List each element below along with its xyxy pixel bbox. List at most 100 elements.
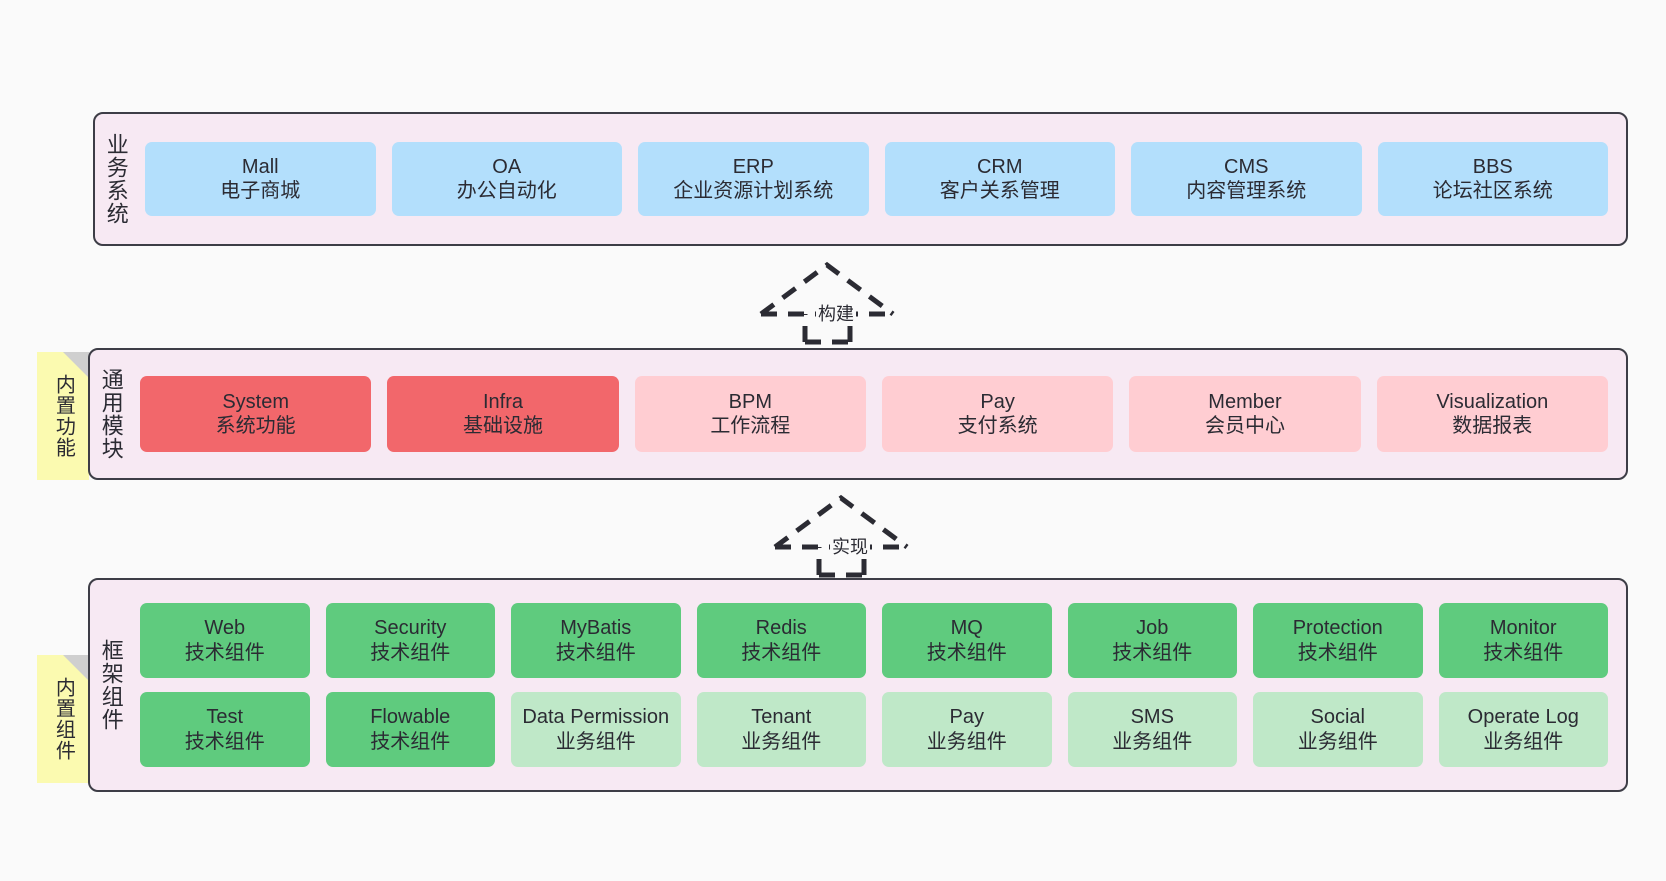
connector-build-label: 构建 <box>816 300 856 326</box>
card-title: Protection <box>1292 617 1383 640</box>
card-subtitle: 业务组件 <box>1112 730 1193 753</box>
card-title: Job <box>1136 617 1169 640</box>
card-title: MQ <box>950 617 983 640</box>
card-subtitle: 技术组件 <box>926 641 1007 664</box>
card-redis[interactable]: Redis 技术组件 <box>696 603 866 678</box>
card-protection[interactable]: Protection 技术组件 <box>1253 603 1423 678</box>
card-title: Tenant <box>751 706 812 729</box>
card-operate-log[interactable]: Operate Log 业务组件 <box>1438 692 1608 767</box>
card-subtitle: 会员中心 <box>1204 415 1285 437</box>
layer-business-systems: 业务系统 Mall 电子商城 OA 办公自动化 ERP 企业资源计划系统 CRM… <box>93 112 1628 246</box>
card-mall[interactable]: Mall 电子商城 <box>145 142 376 216</box>
note-builtin-component: 内置组件 <box>37 655 89 783</box>
card-title: Data Permission <box>522 706 670 729</box>
card-subtitle: 技术组件 <box>1112 641 1193 664</box>
card-subtitle: 基础设施 <box>462 415 543 437</box>
layer-body-business-systems: Mall 电子商城 OA 办公自动化 ERP 企业资源计划系统 CRM 客户关系… <box>137 114 1626 244</box>
card-bpm[interactable]: BPM 工作流程 <box>634 376 866 452</box>
card-title: Web <box>204 617 246 640</box>
card-subtitle: 业务组件 <box>555 730 636 753</box>
card-row: Mall 电子商城 OA 办公自动化 ERP 企业资源计划系统 CRM 客户关系… <box>145 142 1608 216</box>
card-erp[interactable]: ERP 企业资源计划系统 <box>638 142 869 216</box>
layer-body-common-modules: System 系统功能 Infra 基础设施 BPM 工作流程 Pay 支付系统… <box>132 350 1626 478</box>
card-test[interactable]: Test 技术组件 <box>140 692 310 767</box>
card-tenant[interactable]: Tenant 业务组件 <box>696 692 866 767</box>
card-system[interactable]: System 系统功能 <box>140 376 372 452</box>
layer-title-common-modules: 通用模块 <box>98 368 124 460</box>
card-bbs[interactable]: BBS 论坛社区系统 <box>1377 142 1608 216</box>
card-subtitle: 技术组件 <box>1297 641 1378 664</box>
card-subtitle: 技术组件 <box>370 641 451 664</box>
card-title: OA <box>492 155 522 178</box>
card-mq[interactable]: MQ 技术组件 <box>882 603 1052 678</box>
card-member[interactable]: Member 会员中心 <box>1129 376 1361 452</box>
layer-framework-components: 框架组件 Web 技术组件 Security 技术组件 MyBatis 技术组件… <box>88 578 1628 792</box>
card-job[interactable]: Job 技术组件 <box>1067 603 1237 678</box>
card-subtitle: 客户关系管理 <box>939 180 1060 202</box>
card-visualization[interactable]: Visualization 数据报表 <box>1376 376 1608 452</box>
card-title: ERP <box>732 155 774 178</box>
card-subtitle: 内容管理系统 <box>1186 180 1307 202</box>
card-subtitle: 电子商城 <box>220 180 301 202</box>
layer-title-framework-components: 框架组件 <box>98 639 124 731</box>
card-title: Visualization <box>1436 390 1549 413</box>
card-pay[interactable]: Pay 支付系统 <box>881 376 1114 452</box>
note-fold-icon <box>63 655 89 681</box>
card-subtitle: 技术组件 <box>741 641 822 664</box>
card-subtitle: 技术组件 <box>370 730 451 753</box>
card-title: Redis <box>755 617 807 640</box>
card-infra[interactable]: Infra 基础设施 <box>387 376 619 452</box>
card-row: Test 技术组件 Flowable 技术组件 Data Permission … <box>140 692 1608 767</box>
card-title: Monitor <box>1489 617 1557 640</box>
card-title: CMS <box>1224 155 1269 178</box>
card-subtitle: 业务组件 <box>1297 730 1378 753</box>
card-crm[interactable]: CRM 客户关系管理 <box>884 142 1115 216</box>
connector-implement: 实现 <box>772 493 912 578</box>
card-subtitle: 技术组件 <box>184 641 265 664</box>
card-flowable[interactable]: Flowable 技术组件 <box>325 692 495 767</box>
card-subtitle: 工作流程 <box>710 415 791 437</box>
card-subtitle: 办公自动化 <box>456 180 557 202</box>
card-subtitle: 论坛社区系统 <box>1432 180 1553 202</box>
card-title: Social <box>1310 706 1365 729</box>
card-title: BBS <box>1472 155 1513 178</box>
card-subtitle: 业务组件 <box>741 730 822 753</box>
card-title: Security <box>374 617 447 640</box>
card-title: Operate Log <box>1467 706 1579 729</box>
note-label: 内置功能 <box>52 374 75 458</box>
layer-common-modules: 通用模块 System 系统功能 Infra 基础设施 BPM 工作流程 Pay… <box>88 348 1628 480</box>
card-sms[interactable]: SMS 业务组件 <box>1067 692 1237 767</box>
card-pay-component[interactable]: Pay 业务组件 <box>882 692 1052 767</box>
card-social[interactable]: Social 业务组件 <box>1253 692 1423 767</box>
note-label: 内置组件 <box>52 677 75 761</box>
connector-implement-label: 实现 <box>830 533 870 559</box>
card-subtitle: 企业资源计划系统 <box>673 180 834 202</box>
card-security[interactable]: Security 技术组件 <box>325 603 495 678</box>
card-data-permission[interactable]: Data Permission 业务组件 <box>511 692 681 767</box>
card-oa[interactable]: OA 办公自动化 <box>391 142 622 216</box>
card-subtitle: 数据报表 <box>1452 415 1533 437</box>
connector-build: 构建 <box>758 260 898 345</box>
card-title: System <box>222 390 289 413</box>
card-subtitle: 业务组件 <box>1483 730 1564 753</box>
card-title: SMS <box>1130 706 1174 729</box>
card-subtitle: 技术组件 <box>184 730 265 753</box>
card-subtitle: 技术组件 <box>1483 641 1564 664</box>
card-mybatis[interactable]: MyBatis 技术组件 <box>511 603 681 678</box>
card-title: Flowable <box>370 706 451 729</box>
note-builtin-function: 内置功能 <box>37 352 89 480</box>
card-monitor[interactable]: Monitor 技术组件 <box>1438 603 1608 678</box>
card-title: CRM <box>976 155 1023 178</box>
card-cms[interactable]: CMS 内容管理系统 <box>1131 142 1362 216</box>
layer-body-framework-components: Web 技术组件 Security 技术组件 MyBatis 技术组件 Redi… <box>132 580 1626 790</box>
note-fold-icon <box>63 352 89 378</box>
card-title: Test <box>206 706 244 729</box>
card-title: BPM <box>728 390 772 413</box>
card-web[interactable]: Web 技术组件 <box>140 603 310 678</box>
card-subtitle: 技术组件 <box>555 641 636 664</box>
card-row: System 系统功能 Infra 基础设施 BPM 工作流程 Pay 支付系统… <box>140 376 1608 452</box>
card-subtitle: 系统功能 <box>215 415 296 437</box>
card-subtitle: 支付系统 <box>957 415 1038 437</box>
card-title: Mall <box>241 155 279 178</box>
